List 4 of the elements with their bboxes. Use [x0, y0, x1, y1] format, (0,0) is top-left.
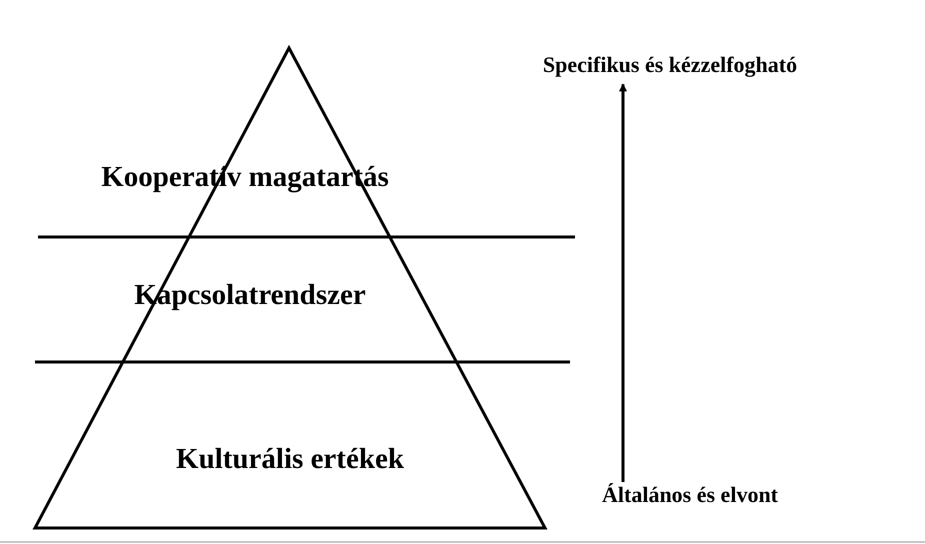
pyramid-level-label: Kulturális ertékek [130, 442, 450, 477]
axis-end-label: Általános és elvont [535, 482, 845, 508]
arrow [619, 83, 627, 482]
axis-end-label: Specifikus és kézzelfogható [460, 52, 880, 78]
